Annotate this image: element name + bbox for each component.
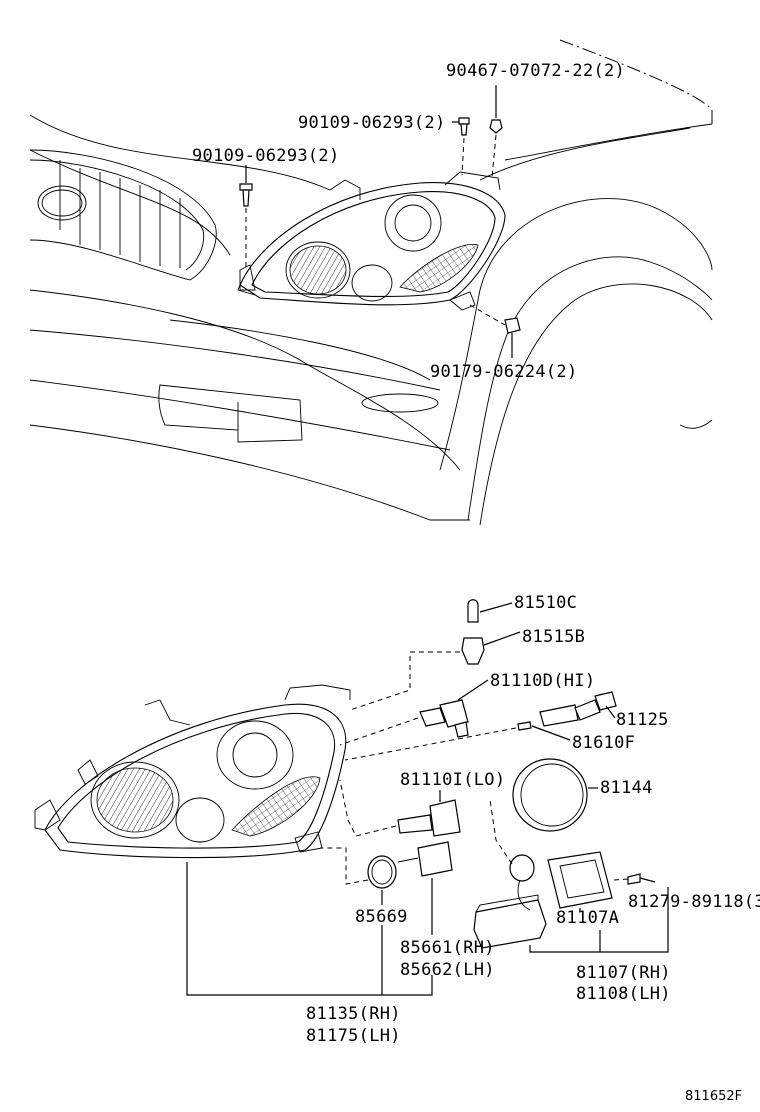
plug-81610f [344,721,571,761]
label-90179-nut: 90179-06224(2) [430,362,578,382]
label-90467-clip: 90467-07072-22(2) [446,61,625,81]
label-81107a: 81107A [556,908,619,928]
bulb-81110d-hi [339,679,489,746]
ring-85669 [320,847,397,905]
ballast-81107a [473,799,613,949]
label-81125: 81125 [616,710,669,730]
label-81110d-hi: 81110D(HI) [490,671,595,691]
vehicle-body-outline [29,39,713,526]
screw-81279 [613,873,656,885]
label-81144: 81144 [600,778,653,798]
bulb-81510c [467,599,513,623]
label-90109-screw-right: 90109-06293(2) [298,113,446,133]
upper-fasteners [239,85,521,358]
label-90109-screw-left: 90109-06293(2) [192,146,340,166]
label-81279-screw: 81279-89118(3) [628,892,760,912]
socket-81515b [349,631,521,711]
cap-81144 [512,758,598,832]
figure-reference: 811652F [685,1089,742,1104]
label-85662-lh: 85662(LH) [400,960,495,980]
installed-headlamp [237,171,506,311]
label-81515b: 81515B [522,627,585,647]
socket-85661-85662 [397,841,453,935]
label-81108-lh: 81108(LH) [576,984,671,1004]
label-81175-lh: 81175(LH) [306,1026,401,1046]
label-81610f: 81610F [572,733,635,753]
socket-cord-81125 [539,691,617,727]
lower-part-labels: 81510C 81515B 81110D(HI) 81125 81610F 81… [306,593,760,1046]
label-85661-rh: 85661(RH) [400,938,495,958]
label-81510c: 81510C [514,593,577,613]
upper-part-labels: 90467-07072-22(2) 90109-06293(2) 90109-0… [192,61,625,382]
label-81110i-lo: 81110I(LO) [400,770,505,790]
bracket-leaders [186,862,669,996]
headlamp-unit-exploded [34,684,351,859]
label-85669: 85669 [355,907,408,927]
bulb-81110i-lo [339,779,461,837]
label-81107-rh: 81107(RH) [576,963,671,983]
label-81135-rh: 81135(RH) [306,1004,401,1024]
